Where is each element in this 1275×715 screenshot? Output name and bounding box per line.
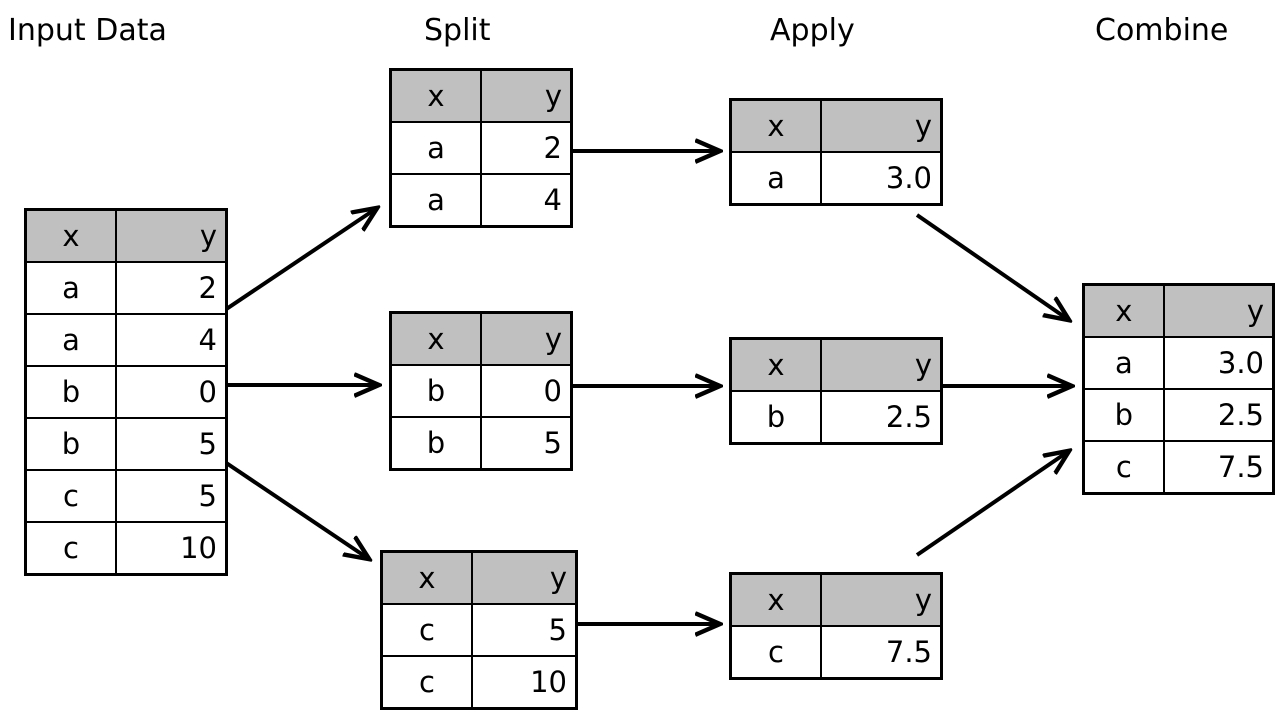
arrow-input-to-split-c: [205, 448, 366, 557]
cell-y: 5: [115, 469, 228, 523]
cell-y: 2: [115, 261, 228, 315]
cell-x: a: [24, 313, 117, 367]
arrow-input-to-split-a: [205, 210, 374, 324]
column-header-x: x: [380, 550, 473, 605]
cell-x: c: [729, 625, 822, 680]
cell-y: 4: [480, 173, 573, 228]
cell-x: b: [729, 390, 822, 445]
cell-y: 3.0: [820, 151, 943, 206]
cell-y: 5: [480, 416, 573, 471]
cell-y: 7.5: [1162, 440, 1275, 495]
arrow-apply-c-to-combine: [915, 453, 1066, 557]
cell-x: a: [389, 173, 482, 228]
cell-x: a: [1082, 336, 1165, 390]
column-header-y: y: [1162, 283, 1275, 338]
cell-y: 0: [115, 365, 228, 419]
cell-x: b: [24, 417, 117, 471]
column-header-x: x: [389, 68, 482, 123]
cell-y: 4: [115, 313, 228, 367]
column-header-x: x: [389, 311, 482, 366]
column-header-x: x: [1082, 283, 1165, 338]
cell-x: a: [729, 151, 822, 206]
cell-x: b: [389, 416, 482, 471]
column-header-x: x: [729, 572, 822, 627]
column-header-x: x: [24, 208, 117, 263]
cell-x: c: [380, 655, 473, 710]
column-header-y: y: [820, 98, 943, 153]
cell-y: 5: [115, 417, 228, 471]
cell-y: 2.5: [1162, 388, 1275, 442]
column-header-y: y: [820, 572, 943, 627]
cell-x: a: [389, 121, 482, 175]
cell-x: b: [24, 365, 117, 419]
column-header-y: y: [115, 208, 228, 263]
cell-x: b: [389, 364, 482, 418]
cell-y: 10: [115, 521, 228, 576]
cell-y: 7.5: [820, 625, 943, 680]
cell-y: 3.0: [1162, 336, 1275, 390]
cell-y: 10: [471, 655, 578, 710]
cell-x: c: [24, 521, 117, 576]
column-header-y: y: [820, 337, 943, 392]
stage-label: Apply: [770, 13, 855, 48]
arrow-apply-a-to-combine: [915, 213, 1066, 318]
cell-y: 2: [480, 121, 573, 175]
stage-label: Combine: [1095, 13, 1229, 48]
column-header-x: x: [729, 98, 822, 153]
cell-x: c: [380, 603, 473, 657]
column-header-y: y: [471, 550, 578, 605]
cell-x: c: [1082, 440, 1165, 495]
column-header-y: y: [480, 311, 573, 366]
column-header-y: y: [480, 68, 573, 123]
stage-label: Input Data: [8, 13, 167, 48]
cell-y: 5: [471, 603, 578, 657]
cell-y: 0: [480, 364, 573, 418]
cell-x: c: [24, 469, 117, 523]
cell-x: b: [1082, 388, 1165, 442]
cell-y: 2.5: [820, 390, 943, 445]
cell-x: a: [24, 261, 117, 315]
column-header-x: x: [729, 337, 822, 392]
stage-label: Split: [424, 13, 491, 48]
